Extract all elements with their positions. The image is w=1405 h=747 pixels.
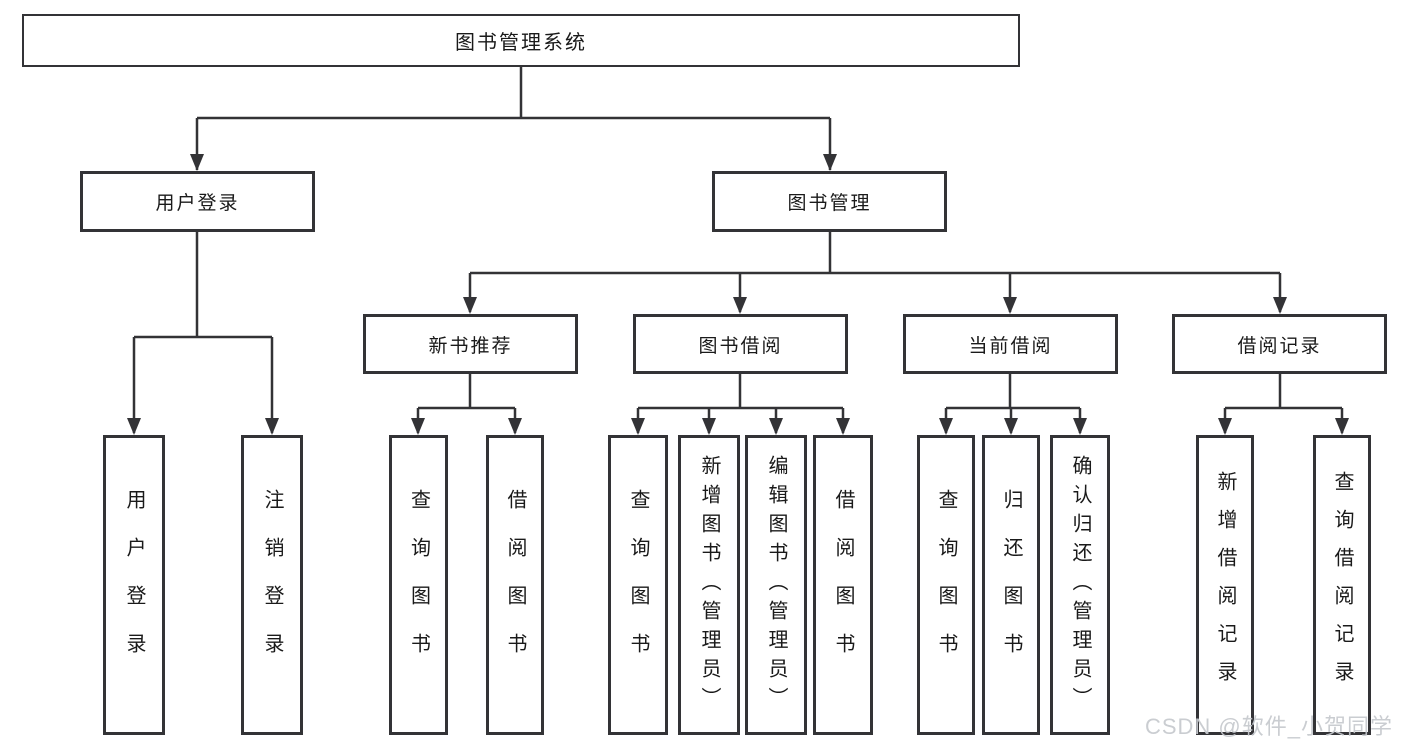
connector-stems — [132, 67, 1344, 433]
node-borrowing-records: 借阅记录 — [1172, 314, 1387, 374]
node-leaf-return-books: 归还图书 — [982, 435, 1040, 735]
node-leaf-add-borrow-record: 新增借阅记录 — [1196, 435, 1254, 735]
node-library-management-system: 图书管理系统 — [22, 14, 1020, 67]
node-leaf-user-login: 用户登录 — [103, 435, 165, 735]
node-leaf-add-book-admin: 新增图书（管理员） — [678, 435, 740, 735]
node-leaf-logout: 注销登录 — [241, 435, 303, 735]
node-leaf-query-books-3: 查询图书 — [917, 435, 975, 735]
node-book-borrowing: 图书借阅 — [633, 314, 848, 374]
watermark: CSDN @软件_小贺同学 — [1144, 714, 1393, 739]
node-leaf-query-books-2: 查询图书 — [608, 435, 668, 735]
node-leaf-edit-book-admin: 编辑图书（管理员） — [745, 435, 807, 735]
node-current-borrowing: 当前借阅 — [903, 314, 1118, 374]
arrowheads — [127, 154, 1349, 435]
node-book-management-module: 图书管理 — [712, 171, 947, 232]
node-leaf-query-books-1: 查询图书 — [389, 435, 448, 735]
node-leaf-confirm-return-admin: 确认归还（管理员） — [1050, 435, 1110, 735]
node-leaf-query-borrow-record: 查询借阅记录 — [1313, 435, 1371, 735]
node-new-book-recommendation: 新书推荐 — [363, 314, 578, 374]
node-leaf-borrow-books-1: 借阅图书 — [486, 435, 544, 735]
node-user-login-module: 用户登录 — [80, 171, 315, 232]
node-leaf-borrow-books-2: 借阅图书 — [813, 435, 873, 735]
